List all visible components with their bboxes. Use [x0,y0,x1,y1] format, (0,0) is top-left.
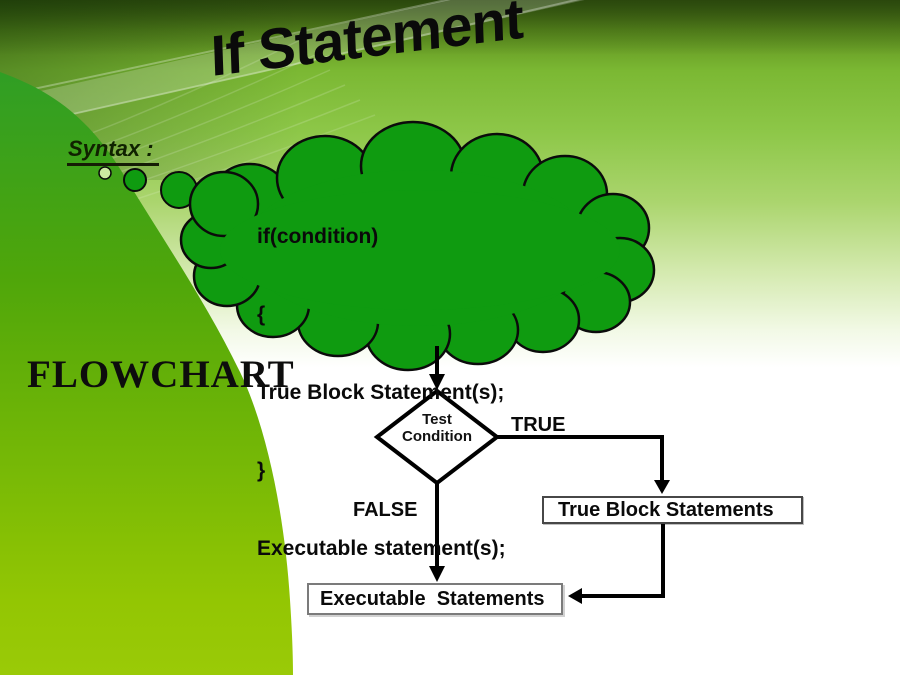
flowchart-connectors [435,346,665,598]
executable-statements-box: Executable Statements [307,583,563,615]
thought-cloud [179,120,656,372]
thought-trail-bubbles [98,166,198,209]
green-blob [0,72,293,675]
code-line: { [257,303,266,326]
arrowhead-into-diamond [429,374,445,390]
code-block: if(condition) { True Block Statement(s);… [257,172,506,614]
arrowhead-into-execbox-top [429,566,445,582]
flowchart-heading: FLOWCHART [27,353,295,396]
true-block-box: True Block Statements [542,496,803,524]
arrowhead-into-execbox-right [568,588,582,604]
true-branch-label: TRUE [511,414,566,436]
decision-diamond [373,388,501,486]
syntax-label: Syntax : [67,136,159,166]
arrowheads [429,374,670,604]
code-line: if(condition) [257,225,379,248]
code-line: True Block Statement(s); [257,381,505,404]
code-line: } [257,459,266,482]
decision-label: Test Condition [377,411,497,445]
decision-label-line1: Test [422,411,452,428]
decision-label-line2: Condition [402,428,472,445]
arrowhead-into-truebox [654,480,670,494]
code-line: Executable statement(s); [257,537,506,560]
false-branch-label: FALSE [353,499,418,521]
